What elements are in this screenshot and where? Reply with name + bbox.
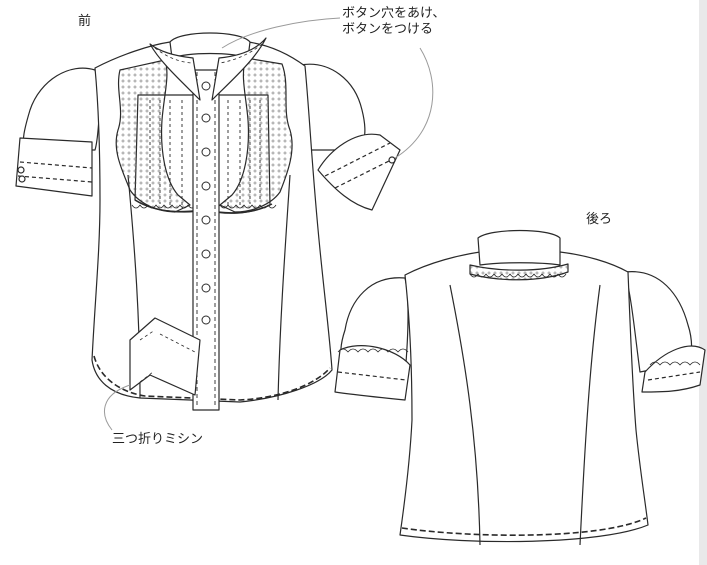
hem-note-leader bbox=[104, 384, 131, 431]
hem-note-label: 三つ折りミシン bbox=[112, 432, 204, 447]
button-note-line2: ボタンをつける bbox=[342, 22, 434, 37]
back-body bbox=[399, 251, 649, 543]
front-view-label: 前 bbox=[78, 14, 92, 29]
front-folded-hem bbox=[129, 317, 201, 396]
back-left-cuff bbox=[334, 345, 411, 401]
front-left-cuff bbox=[15, 137, 93, 197]
button-note-leader-1 bbox=[221, 17, 341, 49]
back-collar bbox=[477, 229, 561, 266]
front-collar-left bbox=[149, 43, 201, 101]
back-view-label: 後ろ bbox=[586, 212, 613, 227]
front-buttons bbox=[201, 81, 211, 325]
button-note-line1: ボタン穴をあけ、 bbox=[342, 6, 446, 21]
front-left-sleeve bbox=[22, 67, 101, 151]
front-blouse bbox=[15, 32, 401, 411]
front-collar-right bbox=[211, 37, 267, 101]
back-blouse bbox=[334, 229, 706, 546]
front-right-ruffle bbox=[219, 57, 293, 213]
page-edge-strip bbox=[699, 0, 707, 565]
button-note-leader-2 bbox=[394, 47, 434, 159]
callout-lines bbox=[104, 17, 434, 431]
back-right-cuff bbox=[641, 345, 706, 393]
